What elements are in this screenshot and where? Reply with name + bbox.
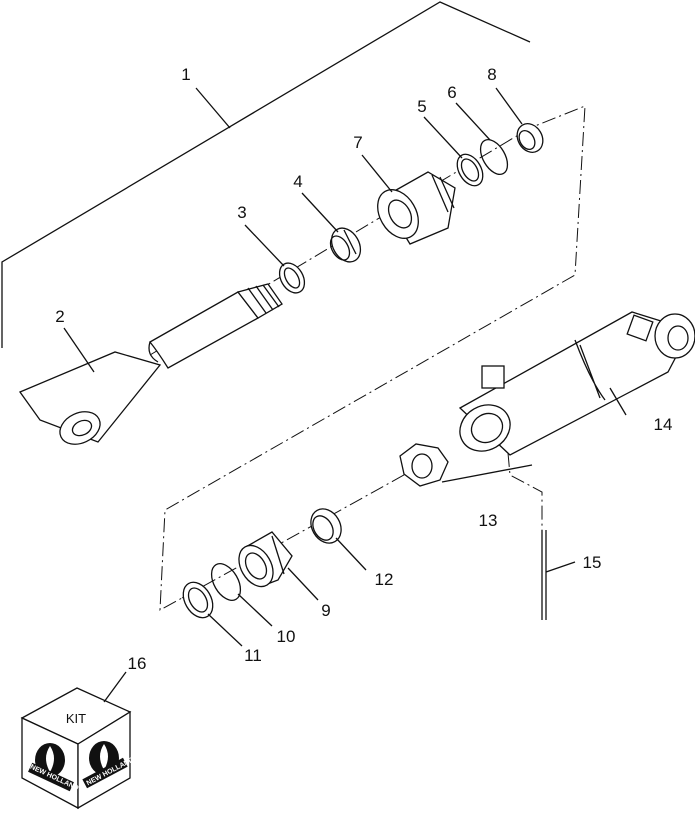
callout-8: 8 xyxy=(487,65,496,84)
callout-5: 5 xyxy=(417,97,426,116)
rod-seal xyxy=(329,227,362,263)
gland xyxy=(377,171,456,245)
backup-ring xyxy=(456,153,484,187)
callout-11: 11 xyxy=(244,646,262,665)
assembly-bracket xyxy=(1,1,531,348)
cylinder-barrel xyxy=(458,311,695,456)
callout-16: 16 xyxy=(128,654,147,673)
piston xyxy=(238,531,293,588)
callout-4: 4 xyxy=(293,172,302,191)
callout-14: 14 xyxy=(654,415,673,434)
callout-7: 7 xyxy=(353,133,362,152)
callout-9: 9 xyxy=(321,601,330,620)
callout-2: 2 xyxy=(55,307,64,326)
kit-cube xyxy=(20,687,132,810)
center-lines xyxy=(149,105,586,620)
wear-ring xyxy=(516,123,544,153)
wiper-ring xyxy=(278,262,306,294)
kit-label: KIT xyxy=(66,711,86,726)
o-ring xyxy=(479,139,509,175)
callout-3: 3 xyxy=(237,203,246,222)
callout-10: 10 xyxy=(277,627,296,646)
callout-13: 13 xyxy=(479,511,498,530)
piston-backup-ring xyxy=(182,581,214,619)
callout-labels: 1 2 3 4 5 6 7 8 9 10 11 12 13 14 15 16 K… xyxy=(29,65,673,792)
piston-o-ring xyxy=(210,563,242,601)
callout-6: 6 xyxy=(447,83,456,102)
decal-strip xyxy=(541,530,547,620)
callout-15: 15 xyxy=(583,553,602,572)
piston-wear-ring xyxy=(310,508,342,544)
callout-12: 12 xyxy=(375,570,394,589)
piston-rod xyxy=(18,283,283,445)
leader-lines xyxy=(63,87,627,703)
lock-nut xyxy=(399,443,449,487)
callout-1: 1 xyxy=(181,65,190,84)
